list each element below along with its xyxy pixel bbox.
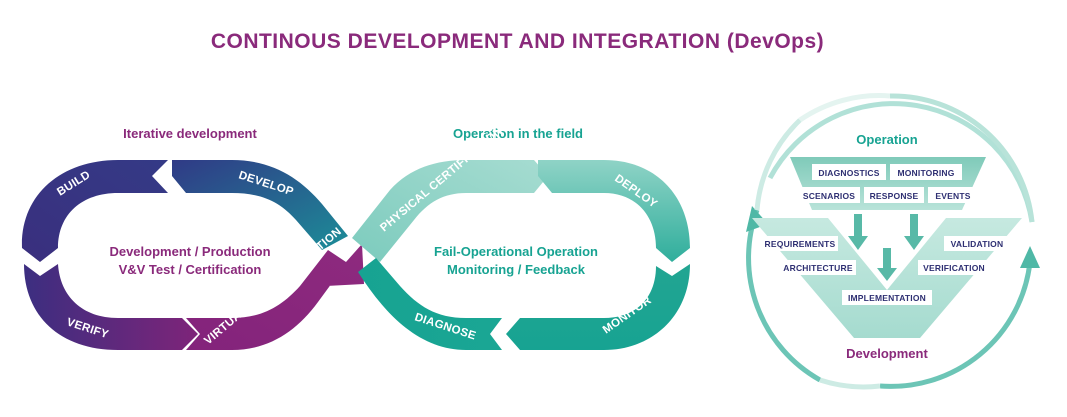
cycle-operation-label: Operation (856, 132, 917, 147)
cycle-ring-top-right-2 (889, 93, 1035, 223)
cycle-ring-left (746, 209, 822, 383)
v-label-implementation: IMPLEMENTATION (848, 293, 926, 303)
v-box-implementation (842, 290, 932, 305)
segment-deploy (538, 160, 690, 262)
cycle-arrow-right-icon (1020, 246, 1040, 268)
cycle-ring-bottom (819, 377, 881, 390)
left-center-line2: V&V Test / Certification (119, 262, 262, 277)
segment-develop (172, 160, 348, 250)
op-box-events-label: EVENTS (935, 191, 970, 201)
op-box-diagnostics-label: DIAGNOSTICS (818, 168, 879, 178)
segment-verify (24, 264, 198, 350)
segment-virtual-certification (186, 244, 364, 350)
v-label-validation: VALIDATION (951, 239, 1004, 249)
segment-build (21, 160, 169, 262)
cycle-ring-right (879, 261, 1033, 389)
v-box-validation (944, 236, 1010, 251)
cycle-development-label: Development (846, 346, 928, 361)
left-center-line1: Development / Production (109, 244, 270, 259)
cycle-ring-top-right (798, 93, 891, 123)
cycle-ring-top-left (754, 118, 802, 211)
op-box-response-label: RESPONSE (870, 191, 919, 201)
segment-physical-certification (352, 160, 548, 262)
v-label-requirements: REQUIREMENTS (765, 239, 836, 249)
v-label-architecture: ARCHITECTURE (783, 263, 853, 273)
segment-diagnose (358, 258, 502, 350)
v-model-arrows (848, 214, 924, 281)
op-box-monitoring (890, 164, 962, 180)
op-box-diagnostics (812, 164, 886, 180)
right-center-line1: Fail-Operational Operation (434, 244, 598, 259)
v-label-verification: VERIFICATION (923, 263, 985, 273)
cycle-ring-top (767, 101, 1035, 223)
page-title: CONTINOUS DEVELOPMENT AND INTEGRATION (D… (210, 30, 825, 53)
left-loop-heading: Iterative development (123, 126, 257, 141)
op-box-scenarios (798, 187, 860, 203)
right-center-line2: Monitoring / Feedback (447, 262, 586, 277)
v-box-verification (918, 260, 990, 275)
op-box-monitoring-label: MONITORING (897, 168, 954, 178)
op-box-events (928, 187, 978, 203)
right-loop-heading: Operation in the field (453, 126, 583, 141)
segment-monitor (506, 264, 690, 350)
v-box-requirements (762, 236, 838, 251)
op-box-scenarios-label: SCENARIOS (803, 191, 855, 201)
v-box-architecture (780, 260, 856, 275)
op-box-response (864, 187, 924, 203)
